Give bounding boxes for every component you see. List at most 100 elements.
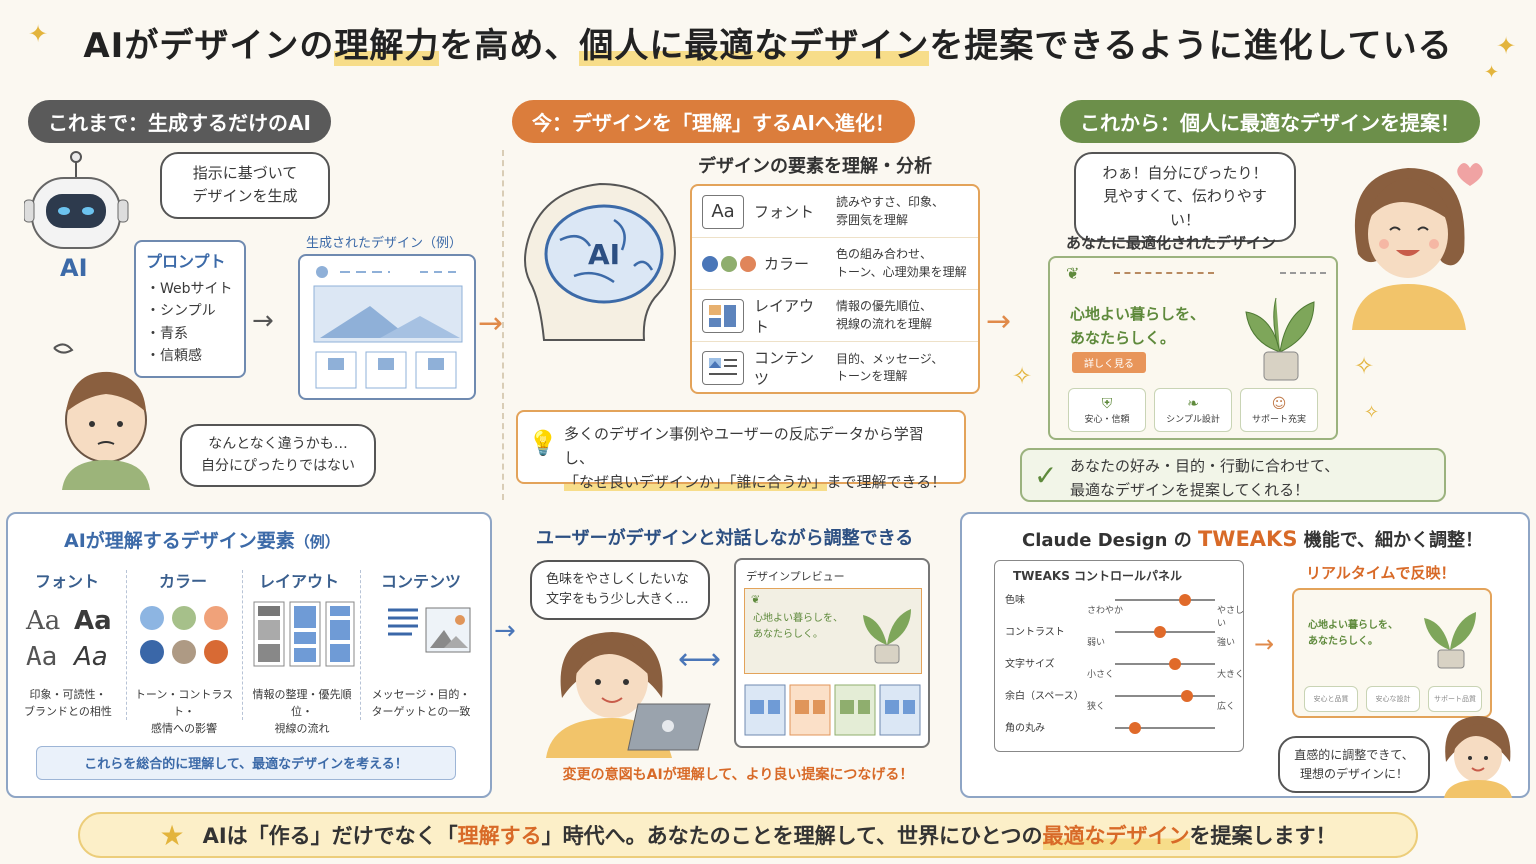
star-icon: ★ [159,818,185,852]
past-bubble: 指示に基づいて デザインを生成 [160,152,330,219]
slider-knob[interactable] [1169,658,1181,670]
design-preview-window: デザインプレビュー ❦ 心地よい暮らしを、あなたらしく。 [734,558,930,748]
element-row-font: Aa フォント 読みやすさ、印象、雰囲気を理解 [692,186,978,238]
slider-label: コントラスト [1005,627,1065,638]
feature-card: ⛨安心・信頼 [1068,388,1146,432]
arrow-right-icon: → [252,306,274,336]
elements-panel-title: AIが理解するデザイン要素（例） [64,530,340,552]
tweaks-bubble: 直感的に調整できて、 理想のデザインに！ [1278,736,1430,794]
col-divider [242,570,243,720]
elements-table: Aa フォント 読みやすさ、印象、雰囲気を理解 カラー 色の組み合わせ、トーン、… [690,184,980,394]
slider-label: 文字サイズ [1005,659,1055,670]
feature-card: 安心な設計 [1366,686,1420,712]
slider-track[interactable] [1115,594,1215,606]
arrow-right-icon: → [986,304,1012,339]
tweak-slider[interactable]: 文字サイズ小さく 大きく [1005,655,1245,685]
leaf-icon: ❦ [751,593,761,606]
prompt-item: ・Webサイト [146,281,233,297]
check-box: ✓ あなたの好み・目的・行動に合わせて、 最適なデザインを提案してくれる！ [1020,448,1446,502]
slider-max-label: やさしい [1217,606,1245,629]
slider-track[interactable] [1115,658,1215,670]
dialog-bubble: 色味をやさしくしたいな 文字をもう少し大きく… [530,560,710,621]
arrow-right-icon: → [478,306,504,341]
font-icon: Aa [702,194,744,229]
result-design-mock: 心地よい暮らしを、あなたらしく。 安心と品質 安心な設計 サポート品質 [1292,588,1492,718]
section-divider [502,150,504,500]
tweak-slider[interactable]: コントラスト弱い 強い [1005,623,1245,653]
content-samples [386,606,476,660]
feature-card: 安心と品質 [1304,686,1358,712]
realtime-label: リアルタイムで反映！ [1306,564,1456,582]
robot-icon [23,151,129,249]
elements-summary: これらを総合的に理解して、最適なデザインを考える！ [36,746,456,780]
element-row-content: コンテンツ 目的、メッセージ、トーンを理解 [692,342,978,394]
prompt-item: ・シンプル [146,303,216,320]
slider-max-label: 広く [1217,702,1236,712]
feature-card: サポート品質 [1428,686,1482,712]
prompt-title: プロンプト [146,252,226,271]
plant-icon [859,601,915,669]
plant-icon [1240,292,1320,386]
slider-track[interactable] [1115,722,1215,734]
tweak-slider[interactable]: 余白（スペース）狭く 広く [1005,687,1245,717]
col-head-content: コンテンツ [380,572,461,591]
worry-bubble: なんとなく違うかも… 自分にぴったりではない [180,424,376,488]
font-sample: Aa [74,642,108,672]
section-label-past: これまで：生成するだけのAI [28,100,331,143]
slider-label: 角の丸み [1005,723,1045,734]
arrow-right-icon: → [1254,630,1275,658]
feature-card: ☺サポート充実 [1240,388,1318,432]
slider-track[interactable] [1115,690,1215,702]
sparkle-icon: ✦ [1496,32,1517,60]
brain-illustration: AI [514,170,684,350]
hero-heading: 心地よい暮らしを、あなたらしく。 [1070,305,1206,347]
robot-label: AI [60,254,88,282]
slider-max-label: 大きく [1217,670,1245,680]
slider-track[interactable] [1115,626,1215,638]
sparkle-icon: ✦ [1484,62,1500,83]
optimized-design-mock: ❦ 心地よい暮らしを、あなたらしく。 詳しく見る ⛨安心・信頼 ❧シンプル設計 … [1048,256,1338,440]
woman-icon [1444,716,1512,798]
slider-label: 余白（スペース） [1005,691,1084,702]
content-icon [702,351,744,385]
swap-arrows-icon: ⟷ [678,642,722,677]
sparkle-icon: ✧ [1354,352,1375,380]
slider-knob[interactable] [1179,594,1191,606]
plant-icon [1420,604,1480,674]
preview-label: デザインプレビュー [746,570,845,583]
tweak-slider[interactable]: 角の丸み [1005,719,1245,749]
col-head-layout: レイアウト [258,572,339,591]
element-row-layout: レイアウト 情報の優先順位、視線の流れを理解 [692,290,978,342]
slider-knob[interactable] [1154,626,1166,638]
slider-knob[interactable] [1129,722,1141,734]
generated-design-mock [298,254,476,400]
brain-ai-label: AI [588,238,620,271]
element-row-color: カラー 色の組み合わせ、トーン、心理効果を理解 [692,238,978,290]
preview-hero: ❦ 心地よい暮らしを、あなたらしく。 [744,588,922,674]
details-button[interactable]: 詳しく見る [1072,352,1146,373]
tweak-slider[interactable]: 色味さわやかやさしい [1005,591,1245,629]
sparkle-icon: ✦ [28,20,49,48]
section-label-now: 今：デザインを「理解」するAIへ進化！ [512,100,915,143]
brain-ai-icon: AI [524,182,676,341]
layout-samples [252,600,356,674]
dialog-caption: 変更の意図もAIが理解して、より良い提案につなげる！ [562,767,914,783]
slider-min-label: 弱い [1087,638,1106,648]
tweaks-title: Claude Design の TWEAKS 機能で、細かく調整！ [1022,527,1483,551]
col-caption: メッセージ・目的・ターゲットとの一致 [371,688,471,719]
slider-min-label: 小さく [1087,670,1115,680]
preview-hero-text: 心地よい暮らしを、あなたらしく。 [753,613,843,640]
tweaks-control-panel: TWEAKS コントロールパネル 色味さわやかやさしいコントラスト弱い強い文字サ… [994,560,1244,752]
sparkle-icon: ✧ [1364,402,1380,423]
color-swatches [138,606,234,680]
slider-max-label: 強い [1217,638,1236,648]
page-title: AIがデザインの理解力を高め、個人に最適なデザインを提案できるように進化している [83,26,1453,66]
prompt-item: ・信頼感 [146,348,202,365]
slider-min-label: 狭く [1087,702,1106,712]
check-icon: ✓ [1034,459,1058,492]
bottom-banner: ★ AIは「作る」だけでなく「理解する」時代へ。あなたのことを理解して、世界にひ… [78,812,1418,858]
slider-knob[interactable] [1181,690,1193,702]
learning-box: 💡 多くのデザイン事例やユーザーの反応データから学習し、 「なぜ良いデザインか」… [516,410,966,491]
dialog-panel: ユーザーがデザインと対話しながら調整できる 色味をやさしくしたいな 文字をもう少… [522,512,954,798]
person-icon [53,343,150,490]
